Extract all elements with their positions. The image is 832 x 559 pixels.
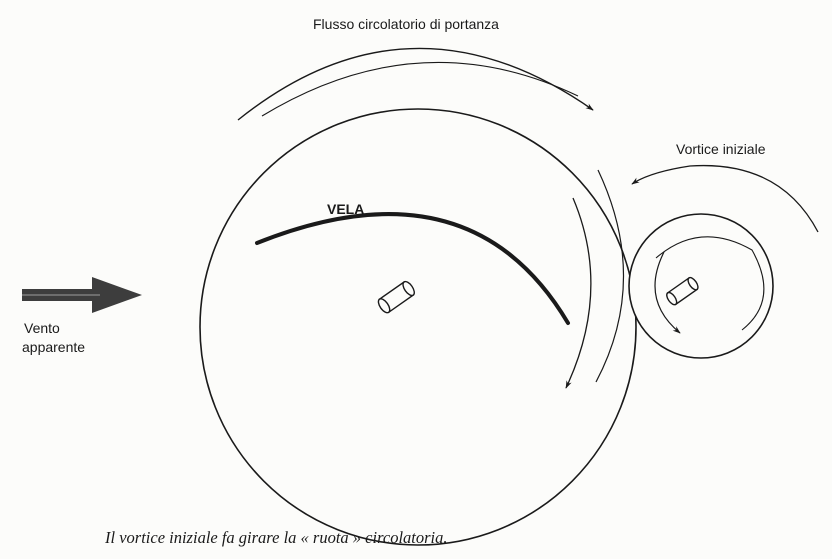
- figure-caption: Il vortice iniziale fa girare la « ruota…: [104, 528, 448, 547]
- sail-curve: [255, 212, 570, 325]
- lift-circulation-inner-arc: [261, 61, 579, 117]
- small-wheel-inner-arc-2: [654, 251, 681, 334]
- large-wheel-axle: [377, 280, 415, 314]
- small-wheel-inner-arc-1: [655, 236, 765, 331]
- apparent-wind-arrow: [22, 277, 142, 313]
- small-wheel-axle: [666, 276, 699, 306]
- right-flow-arc-1: [595, 169, 625, 383]
- lift-circulation-outer-arc: [237, 47, 594, 121]
- initial-vortex-wheel: [628, 213, 774, 359]
- initial-vortex-arc: [631, 164, 819, 233]
- sail-label: VELA: [327, 201, 364, 217]
- circulation-wheel: [199, 108, 637, 546]
- right-flow-arc-2: [565, 197, 592, 389]
- lift-circulation-label: Flusso circolatorio di portanza: [313, 16, 499, 32]
- apparent-wind-label-line2: apparente: [22, 339, 85, 355]
- initial-vortex-label: Vortice iniziale: [676, 141, 766, 157]
- apparent-wind-label-line1: Vento: [24, 320, 60, 336]
